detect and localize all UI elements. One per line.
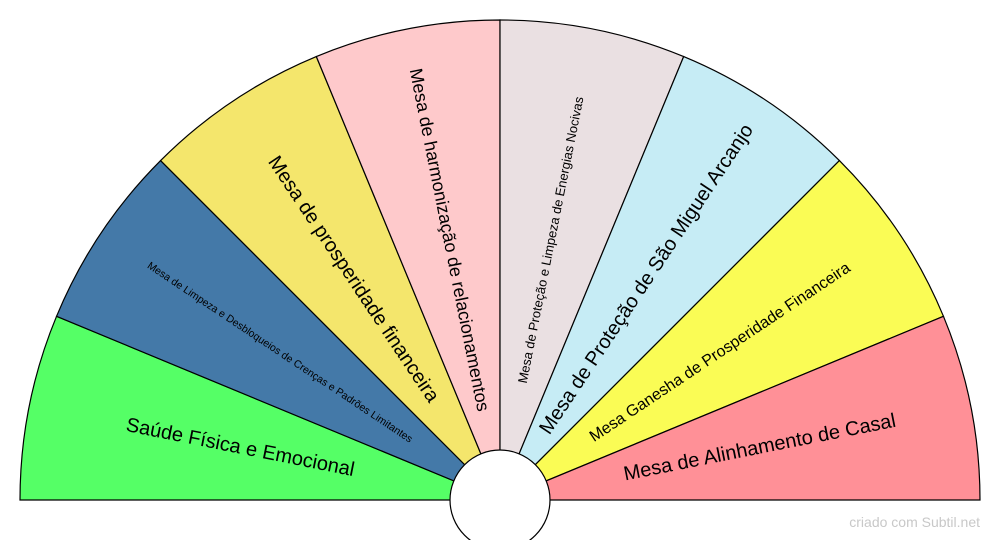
sector-2 xyxy=(55,159,501,501)
sector-6 xyxy=(499,55,841,501)
credit-text: criado com Subtil.net xyxy=(849,514,980,530)
sector-5 xyxy=(499,19,685,501)
sector-1 xyxy=(19,315,501,501)
sector-4 xyxy=(315,19,501,501)
sector-7 xyxy=(499,159,945,501)
center-hub xyxy=(449,449,551,540)
sector-3 xyxy=(159,55,501,501)
sector-8 xyxy=(499,315,981,501)
